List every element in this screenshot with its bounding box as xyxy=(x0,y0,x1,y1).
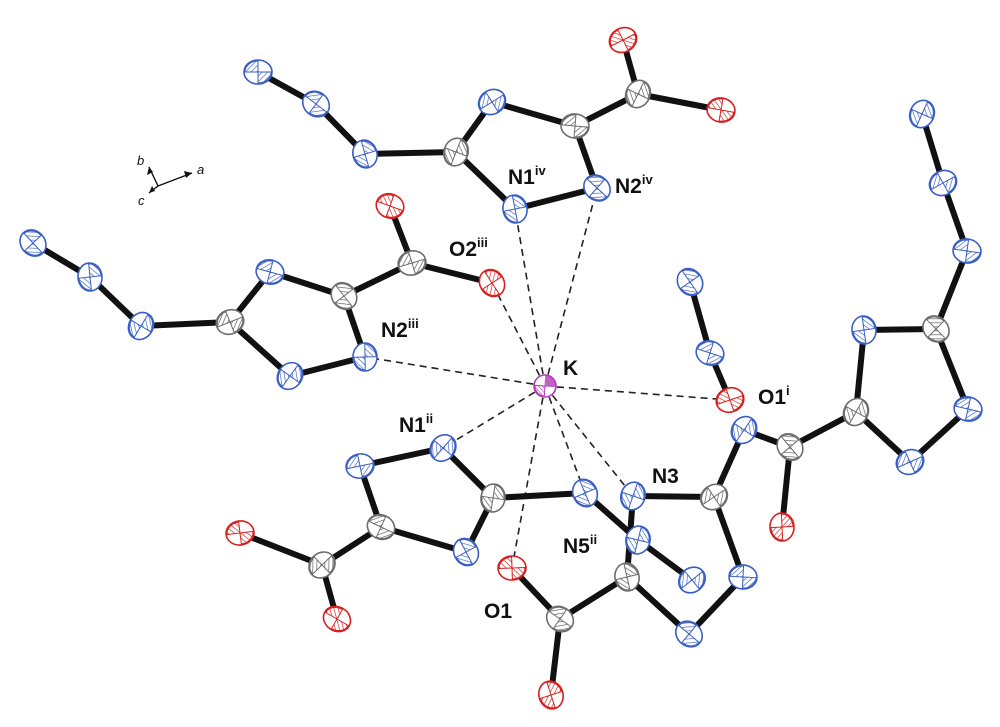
nitrogen-atom-r7 xyxy=(895,448,925,476)
oxygen-atom-o1 xyxy=(497,555,527,581)
nitrogen-atom-r3 xyxy=(952,238,982,264)
nitrogen-atom-b9 xyxy=(571,478,599,508)
nitrogen-atom-t2 xyxy=(301,90,331,118)
nitrogen-atom-ra xyxy=(695,339,725,367)
label-n1-iv: N1iv xyxy=(508,163,546,189)
contact-k-b9 xyxy=(544,385,586,494)
axis-b-label: b xyxy=(137,153,144,168)
carbon-atom-p5 xyxy=(614,562,640,592)
carbon-atom-cc xyxy=(545,605,575,633)
nitrogen-atom-r8 xyxy=(953,396,983,422)
nitrogen-atom-t5 xyxy=(477,88,507,116)
nitrogen-atom-p3 xyxy=(728,564,758,590)
label-n2-iii: N2iii xyxy=(381,316,419,342)
axis-indicator: a b c xyxy=(137,153,204,208)
coordination-contacts xyxy=(364,187,731,569)
contact-k-o1 xyxy=(511,385,546,569)
carbon-atom-t9 xyxy=(624,79,652,109)
carbon-atom-l9 xyxy=(397,250,427,276)
nitrogen-atom-l8 xyxy=(276,361,304,391)
carbon-atom-t4 xyxy=(442,137,470,167)
bond-r3-r4 xyxy=(933,248,970,332)
oxygen-atom-t10 xyxy=(608,26,638,54)
carbon-atom-r4 xyxy=(922,315,950,343)
contact-k-o1i xyxy=(544,385,731,401)
nitrogen-atom-r5 xyxy=(851,315,877,345)
nitrogen-atom-rb xyxy=(676,267,704,297)
label-o1: O1 xyxy=(484,600,512,623)
carbon-atom-l6 xyxy=(330,281,358,311)
nitrogen-atom-b11 xyxy=(677,566,707,594)
label-n2-iv: N2iv xyxy=(615,172,653,198)
oxygen-atom-t11 xyxy=(706,97,736,123)
contact-k-l7 xyxy=(364,356,546,387)
carbon-atom-b3 xyxy=(366,513,396,541)
bond-b6-b7 xyxy=(237,530,325,568)
oxygen-atom-b7 xyxy=(225,520,255,546)
bond-p2-p3 xyxy=(711,494,746,580)
oxygen-atom-o1i xyxy=(715,386,745,414)
nitrogen-atom-l1 xyxy=(19,229,47,257)
nitrogen-atom-t7 xyxy=(583,174,611,202)
bond-l3-l4 xyxy=(138,319,233,329)
label-n3: N3 xyxy=(652,465,679,488)
nitrogen-atom-b10 xyxy=(625,525,651,555)
covalent-bonds xyxy=(30,37,971,698)
bond-cc-p5 xyxy=(557,574,630,622)
contact-k-l11 xyxy=(491,282,546,387)
nitrogen-atom-t1 xyxy=(243,59,273,85)
contact-k-t7 xyxy=(544,187,598,387)
carbon-atom-b5 xyxy=(480,483,506,513)
carbon-atom-l4 xyxy=(215,308,245,336)
nitrogen-atom-p4 xyxy=(674,620,704,648)
bond-b5-b9 xyxy=(490,490,588,501)
nitrogen-atom-b4 xyxy=(452,537,480,567)
bond-t3-t4 xyxy=(362,149,459,157)
nitrogen-atom-l7 xyxy=(352,342,378,372)
contact-k-b1 xyxy=(442,385,546,449)
oxygen-atom-b8 xyxy=(322,605,352,633)
nitrogen-atom-l2 xyxy=(77,262,103,292)
nitrogen-atom-t8 xyxy=(502,194,528,224)
nitrogen-atom-b2 xyxy=(345,453,375,479)
axis-c-label: c xyxy=(138,193,145,208)
label-n5-ii: N5ii xyxy=(563,532,597,558)
nitrogen-atom-t3 xyxy=(352,139,378,169)
nitrogen-atom-l5 xyxy=(255,259,285,285)
nitrogen-atom-p1 xyxy=(619,481,647,511)
contact-k-t8 xyxy=(514,208,546,387)
atoms xyxy=(19,26,983,710)
carbon-atom-r9 xyxy=(776,432,804,462)
nitrogen-atom-b1 xyxy=(429,434,457,462)
carbon-atom-r6 xyxy=(842,397,870,427)
label-o1-i: O1i xyxy=(758,383,790,409)
contact-k-p1 xyxy=(544,385,634,497)
bond-l8-l4 xyxy=(227,319,293,379)
bond-t7-t8 xyxy=(512,185,600,212)
label-k: K xyxy=(563,357,578,380)
oxygen-atom-l11 xyxy=(478,268,506,298)
oxygen-atom-r10 xyxy=(769,512,795,542)
nitrogen-atom-r11 xyxy=(730,415,758,445)
nitrogen-atom-l3 xyxy=(127,311,155,341)
label-n1-ii: N1ii xyxy=(399,411,433,437)
label-o2-iii: O2iii xyxy=(449,235,488,261)
oxygen-atom-l10 xyxy=(375,192,405,220)
nitrogen-atom-r1 xyxy=(908,99,936,129)
axis-a-label: a xyxy=(197,162,204,177)
carbon-atom-p2 xyxy=(699,483,729,511)
carbon-atom-t6 xyxy=(560,113,590,139)
bond-b3-b4 xyxy=(378,524,469,555)
nitrogen-atom-r2 xyxy=(928,169,958,197)
oxygen-atom-oc2 xyxy=(537,680,565,710)
carbon-atom-b6 xyxy=(308,551,336,579)
atom-labels: K N1iv N2iv O2iii N2iii O1i N1ii N3 N5ii… xyxy=(381,163,790,623)
potassium-atom-k xyxy=(533,374,557,398)
